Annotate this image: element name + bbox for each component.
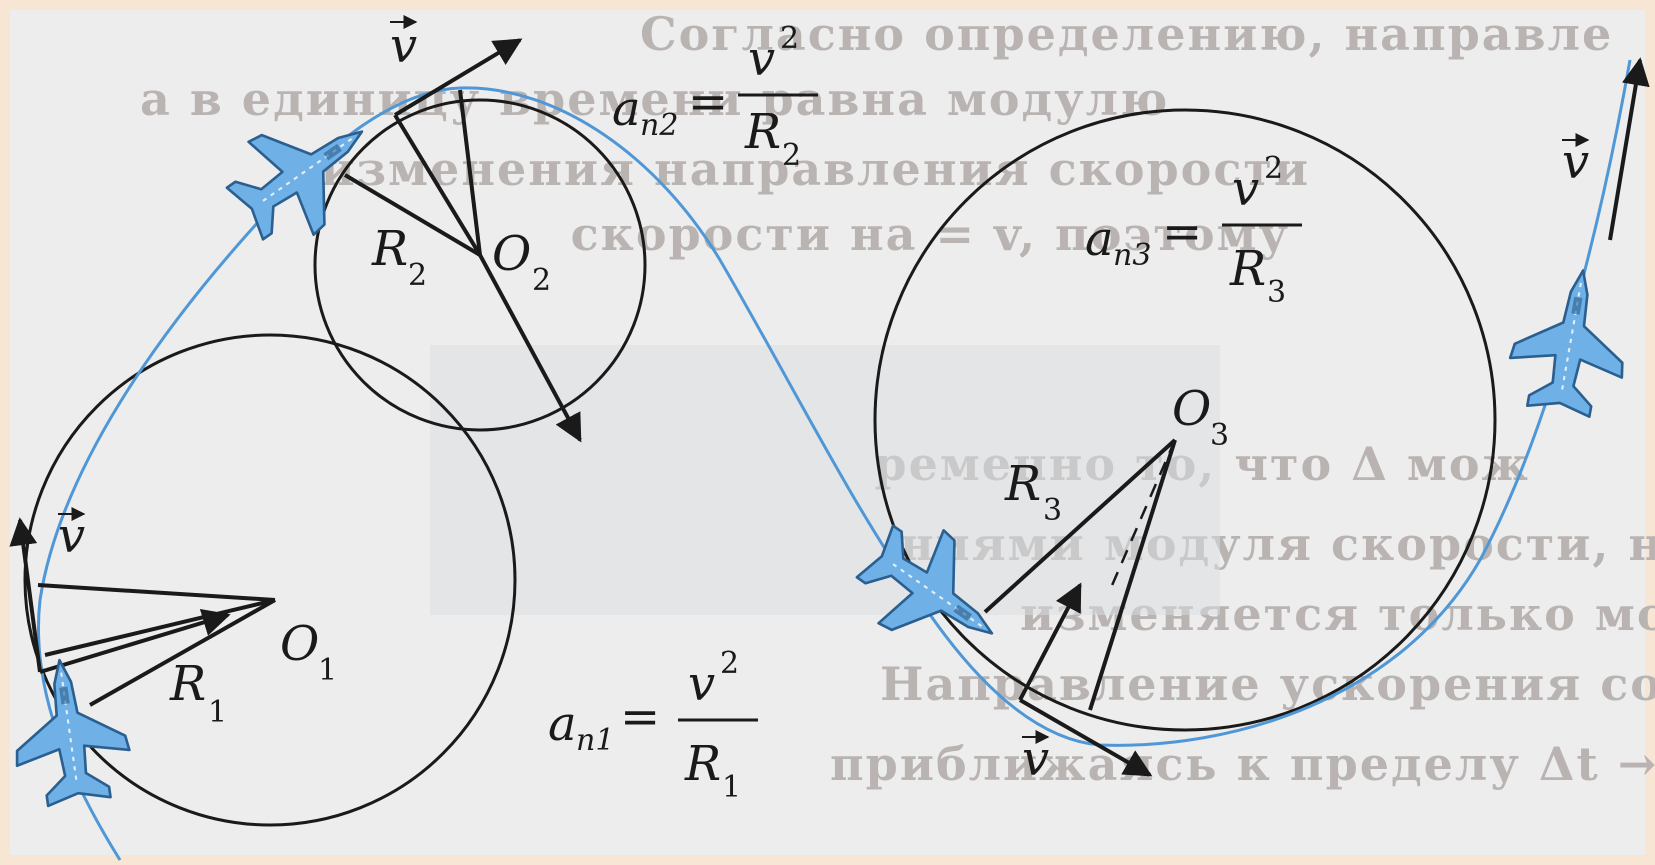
background-text-line: Согласно определению, направле [640, 7, 1613, 61]
svg-text:v: v [1562, 134, 1589, 190]
svg-text:a: a [548, 696, 577, 752]
svg-text:n2: n2 [640, 108, 678, 143]
svg-text:2: 2 [780, 21, 799, 56]
svg-text:v: v [390, 18, 417, 74]
svg-text:a: a [1085, 211, 1114, 267]
svg-text:O: O [1172, 381, 1211, 437]
circle-2 [313, 98, 647, 432]
svg-text:3: 3 [1210, 418, 1229, 453]
construction-O3 [983, 438, 1177, 777]
svg-text:v: v [688, 656, 715, 712]
label-v-2: v [390, 15, 418, 74]
svg-text:=: = [688, 74, 728, 130]
circle-1 [23, 333, 517, 827]
svg-text:1: 1 [208, 695, 227, 730]
background-text-line: изменения направления скорости [321, 142, 1310, 196]
label-v-3: v [1022, 730, 1050, 787]
svg-text:3: 3 [1043, 493, 1062, 528]
svg-text:v: v [748, 31, 775, 87]
svg-text:1: 1 [318, 653, 337, 688]
label-O2: O 2 [492, 226, 551, 298]
svg-text:R: R [684, 736, 721, 792]
background-text: Согласно определению, направле а в единиц… [140, 7, 1655, 791]
svg-text:R: R [169, 656, 206, 712]
label-O3: O 3 [1172, 381, 1229, 453]
formula-an3: a n3 = v 2 R 3 [1085, 151, 1302, 310]
background-text-line: приближаясь к пределу Δt → 0. В этом [830, 737, 1655, 791]
formula-an2: a n2 = v 2 R 2 [612, 21, 818, 173]
svg-text:=: = [620, 689, 660, 745]
label-R3: R 3 [1004, 456, 1062, 528]
svg-text:v: v [1232, 161, 1259, 217]
svg-text:=: = [1162, 204, 1202, 260]
svg-text:v: v [1022, 731, 1049, 787]
label-R2: R 2 [371, 221, 427, 293]
label-v-4: v [1562, 133, 1590, 190]
svg-text:a: a [612, 81, 641, 137]
svg-text:R: R [371, 221, 408, 277]
svg-text:O: O [280, 616, 319, 672]
svg-text:2: 2 [720, 646, 739, 681]
svg-text:3: 3 [1267, 275, 1286, 310]
svg-text:R: R [1229, 241, 1266, 297]
construction-O2 [343, 38, 582, 443]
svg-text:n1: n1 [576, 723, 614, 758]
svg-text:1: 1 [722, 770, 741, 805]
svg-text:R: R [744, 104, 781, 160]
trajectory-curve [36, 59, 1632, 861]
svg-text:v: v [58, 508, 85, 564]
velocity-arrow-right [1608, 57, 1650, 241]
svg-text:2: 2 [408, 258, 427, 293]
label-v-1: v [58, 507, 86, 564]
svg-text:R: R [1004, 456, 1041, 512]
circle-3 [873, 108, 1497, 732]
formula-an1: a n1 = v 2 R 1 [548, 646, 758, 805]
label-R1: R 1 [169, 656, 227, 730]
svg-text:n3: n3 [1113, 238, 1151, 273]
construction-O1 [9, 517, 276, 707]
svg-text:2: 2 [1264, 151, 1283, 186]
svg-text:O: O [492, 226, 531, 282]
svg-text:2: 2 [782, 138, 801, 173]
background-text-line: а в единицу времени равна модулю [140, 72, 1169, 126]
background-shaded-block [430, 345, 1220, 615]
label-O1: O 1 [280, 616, 337, 688]
svg-text:2: 2 [532, 263, 551, 298]
